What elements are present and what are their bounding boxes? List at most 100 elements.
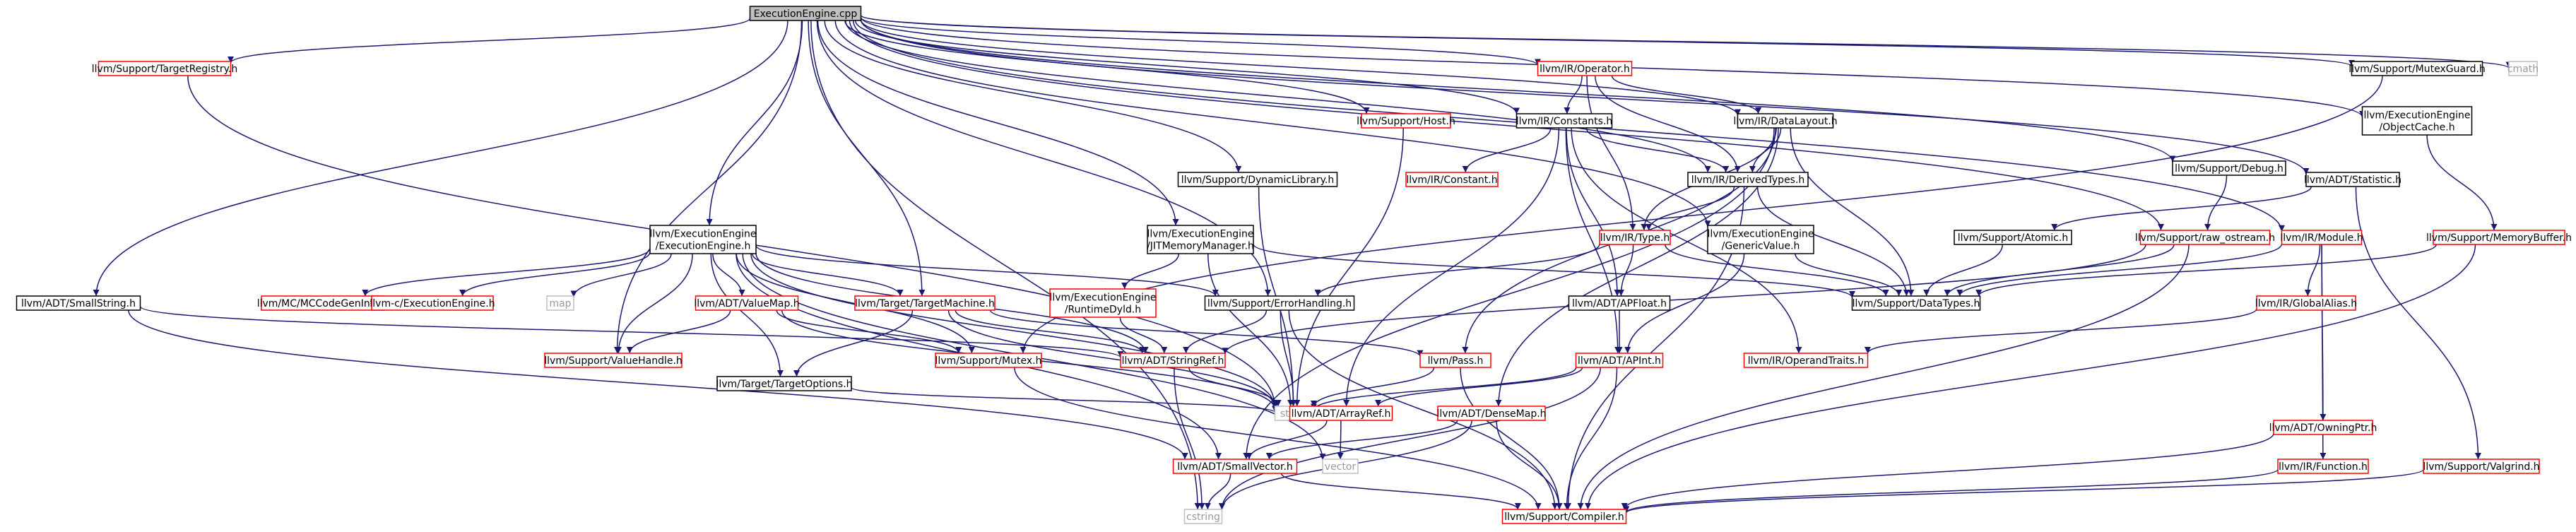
- node-box-RuntimeDyld: [1049, 288, 1157, 318]
- node-label-IRType: llvm/IR/Type.h: [1600, 232, 1670, 244]
- include-edge: [362, 248, 651, 297]
- node-GlobalAlias[interactable]: llvm/IR/GlobalAlias.h: [2255, 295, 2357, 311]
- node-TargetOptions[interactable]: llvm/Target/TargetOptions.h: [716, 376, 853, 391]
- node-box-JITMemoryManager: [1147, 225, 1254, 254]
- node-box-StringRef: [1120, 353, 1226, 368]
- edge-root-to-cstring: [810, 20, 1201, 510]
- edge-EngineH-to-ValueMap: [712, 253, 745, 297]
- node-DenseMap[interactable]: llvm/ADT/DenseMap.h: [1436, 406, 1547, 421]
- node-Host[interactable]: llvm/Support/Host.h: [1357, 113, 1455, 129]
- node-ValueMap[interactable]: llvm/ADT/ValueMap.h: [694, 295, 800, 311]
- node-label-JITMemoryManager: /JITMemoryManager.h: [1147, 241, 1254, 252]
- include-edge: [1314, 243, 1600, 297]
- include-edge: [1565, 127, 1621, 354]
- node-OwningPtr[interactable]: llvm/ADT/OwningPtr.h: [2269, 420, 2377, 435]
- include-edge: [1121, 253, 1180, 290]
- include-edge: [128, 309, 1188, 460]
- node-GenericValue[interactable]: llvm/ExecutionEngine/GenericValue.h: [1707, 225, 1814, 254]
- node-label-Compiler: llvm/Support/Compiler.h: [1504, 512, 1624, 523]
- node-Mutex[interactable]: llvm/Support/Mutex.h: [935, 353, 1042, 368]
- node-DynamicLibrary[interactable]: llvm/Support/DynamicLibrary.h: [1177, 172, 1338, 187]
- include-edge: [750, 253, 1278, 408]
- node-label-Statistic: llvm/ADT/Statistic.h: [2304, 175, 2401, 186]
- node-box-Statistic: [2305, 172, 2400, 187]
- node-Operator[interactable]: llvm/IR/Operator.h: [1537, 61, 1633, 76]
- node-ObjectCache[interactable]: llvm/ExecutionEngine/ObjectCache.h: [2361, 106, 2473, 136]
- node-TargetRegistry[interactable]: llvm/Support/TargetRegistry.h: [92, 61, 237, 76]
- node-box-Pass: [1419, 353, 1491, 368]
- edge-SmallString-to-SmallVector: [128, 309, 1188, 460]
- include-edge: [1571, 127, 1802, 354]
- node-RuntimeDyld[interactable]: llvm/ExecutionEngine/RuntimeDyld.h: [1049, 288, 1157, 318]
- node-raw_ostream[interactable]: llvm/Support/raw_ostream.h: [2135, 230, 2275, 245]
- node-SmallVector[interactable]: llvm/ADT/SmallVector.h: [1172, 459, 1298, 474]
- node-EngineH[interactable]: llvm/ExecutionEngine/ExecutionEngine.h: [649, 225, 757, 254]
- node-box-SmallString: [16, 295, 141, 311]
- node-StringRef[interactable]: llvm/ADT/StringRef.h: [1120, 353, 1226, 368]
- node-box-GlobalAlias: [2256, 295, 2356, 311]
- node-root[interactable]: ExecutionEngine.cpp: [749, 6, 862, 21]
- include-edge: [1460, 367, 1563, 510]
- node-label-Atomic: llvm/Support/Atomic.h: [1958, 232, 2068, 244]
- node-ArrayRef[interactable]: llvm/ADT/ArrayRef.h: [1289, 406, 1393, 421]
- node-Atomic[interactable]: llvm/Support/Atomic.h: [1954, 230, 2072, 245]
- node-Constant[interactable]: llvm/IR/Constant.h: [1405, 172, 1499, 187]
- edge-root-to-DynamicLibrary: [824, 20, 1242, 173]
- include-edge: [1956, 243, 2283, 297]
- node-MemoryBuffer[interactable]: llvm/Support/MemoryBuffer.h: [2426, 230, 2572, 245]
- node-cstring: cstring: [1183, 509, 1223, 524]
- node-Function[interactable]: llvm/IR/Function.h: [2277, 459, 2369, 474]
- node-JITMemoryManager[interactable]: llvm/ExecutionEngine/JITMemoryManager.h: [1147, 225, 1254, 254]
- node-box-DynamicLibrary: [1177, 172, 1338, 187]
- node-vector: vector: [1322, 459, 1359, 474]
- node-label-RuntimeDyld: /RuntimeDyld.h: [1065, 305, 1141, 316]
- node-Constants[interactable]: llvm/IR/Constants.h: [1516, 113, 1613, 129]
- node-Pass[interactable]: llvm/Pass.h: [1419, 353, 1491, 368]
- node-APInt[interactable]: llvm/ADT/APInt.h: [1575, 353, 1664, 368]
- node-DerivedTypes[interactable]: llvm/IR/DerivedTypes.h: [1687, 172, 1809, 187]
- node-ValueHandle[interactable]: llvm/Support/ValueHandle.h: [544, 353, 683, 368]
- edge-APInt-to-string: [1311, 367, 1577, 410]
- node-ErrorHandling[interactable]: llvm/Support/ErrorHandling.h: [1204, 295, 1355, 311]
- include-edge: [1014, 367, 1542, 510]
- node-label-vector: vector: [1325, 461, 1357, 473]
- include-edge: [1566, 127, 1621, 297]
- include-edges: [93, 14, 2512, 514]
- node-Module[interactable]: llvm/IR/Module.h: [2280, 230, 2363, 245]
- include-edge: [2051, 186, 2312, 231]
- edge-ErrorHandling-to-string: [1280, 309, 1297, 407]
- node-box-Constant: [1405, 172, 1499, 187]
- edge-EngineH-to-map: [570, 253, 672, 297]
- node-Statistic[interactable]: llvm/ADT/Statistic.h: [2304, 172, 2401, 187]
- node-OperandTraits[interactable]: llvm/IR/OperandTraits.h: [1743, 353, 1869, 368]
- node-label-StringRef: llvm/ADT/StringRef.h: [1122, 355, 1224, 367]
- edge-root-to-Statistic: [860, 19, 2310, 175]
- node-box-ErrorHandling: [1204, 295, 1355, 311]
- edge-root-to-ValueHandle: [614, 20, 803, 354]
- edge-Constants-to-Constant: [1462, 127, 1552, 173]
- node-Compiler[interactable]: llvm/Support/Compiler.h: [1501, 509, 1627, 524]
- edge-Statistic-to-Valgrind: [2355, 186, 2481, 460]
- node-APFloat[interactable]: llvm/ADT/APFloat.h: [1568, 295, 1671, 311]
- include-edge: [755, 244, 1219, 297]
- edge-ErrorHandling-to-Compiler: [1288, 309, 1559, 510]
- edge-JITMemoryManager-to-string: [1207, 253, 1294, 407]
- node-MCCodeGenInfo[interactable]: llvm/MC/MCCodeGenInfo.h: [257, 295, 389, 311]
- node-SmallString[interactable]: llvm/ADT/SmallString.h: [16, 295, 141, 311]
- node-box-TargetOptions: [716, 376, 852, 391]
- node-cEngine[interactable]: llvm-c/ExecutionEngine.h: [370, 295, 495, 311]
- node-label-root: ExecutionEngine.cpp: [754, 8, 858, 20]
- header-nodes: ExecutionEngine.cpp llvm/Support/TargetRe…: [16, 6, 2572, 524]
- edge-JITMemoryManager-to-DataTypes: [1253, 244, 1855, 298]
- node-DataLayout[interactable]: llvm/IR/DataLayout.h: [1733, 113, 1838, 129]
- node-Debug[interactable]: llvm/Support/Debug.h: [2172, 160, 2286, 176]
- node-Valgrind[interactable]: llvm/Support/Valgrind.h: [2423, 459, 2540, 474]
- node-label-JITMemoryManager: llvm/ExecutionEngine: [1147, 229, 1253, 240]
- node-DataTypes[interactable]: llvm/Support/DataTypes.h: [1851, 295, 1981, 311]
- node-TargetMachine[interactable]: llvm/Target/TargetMachine.h: [854, 295, 995, 311]
- include-edge: [1564, 367, 1618, 510]
- node-IRType[interactable]: llvm/IR/Type.h: [1599, 230, 1671, 245]
- node-box-EngineH: [649, 225, 757, 254]
- edge-Atomic-to-DataTypes: [1923, 244, 2004, 297]
- node-MutexGuard[interactable]: llvm/Support/MutexGuard.h: [2348, 61, 2486, 76]
